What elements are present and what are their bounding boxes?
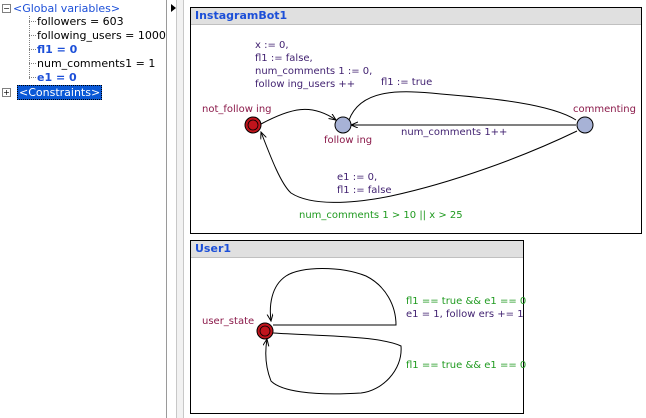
collapse-global-variables-icon[interactable]: − — [2, 4, 11, 13]
template-user1[interactable]: User1 user_state fl1 == true && e1 == 0 … — [190, 240, 526, 414]
tree-connector — [29, 21, 36, 22]
location-not-following[interactable] — [244, 116, 262, 134]
assignment-label: e1 = 1, follow ers += 1 — [406, 309, 524, 320]
assignment-label: x := 0, — [255, 40, 289, 51]
panel-splitter[interactable] — [167, 0, 175, 418]
tree-connector — [29, 35, 36, 36]
tree-connector — [29, 49, 36, 50]
tree-node-constraints[interactable]: <Constraints> — [17, 85, 103, 100]
instagrambot1-diagram: not_follow ing follow ing commenting x :… — [202, 40, 636, 221]
location-name-following: follow ing — [324, 135, 372, 146]
variable-fl1[interactable]: fl1 = 0 — [37, 43, 78, 56]
variable-e1[interactable]: e1 = 0 — [37, 71, 77, 84]
variable-followers[interactable]: followers = 603 — [37, 15, 124, 28]
initial-location-marker — [259, 325, 271, 337]
splitter-arrow-icon[interactable] — [171, 4, 176, 12]
tree-connector — [29, 63, 36, 64]
tree-connector — [29, 77, 36, 78]
template-instagrambot1[interactable]: InstagramBot1 not_follow ing follow ing … — [190, 7, 642, 234]
location-user-state[interactable] — [256, 322, 274, 340]
guard-label: num_comments 1 > 10 || x > 25 — [299, 210, 463, 221]
variable-num-comments1[interactable]: num_comments1 = 1 — [37, 57, 156, 70]
assignment-label: fl1 := true — [381, 77, 432, 88]
assignment-label: fl1 := false, — [255, 53, 313, 64]
edge-not-following-to-following[interactable] — [260, 108, 336, 125]
assignment-label: e1 := 0, — [337, 172, 377, 183]
guard-label: fl1 == true && e1 == 0 — [406, 360, 526, 371]
variable-following-users[interactable]: following_users = 1000 — [37, 29, 166, 42]
assignment-label: num_comments 1++ — [401, 127, 507, 138]
assignment-label: num_comments 1 := 0, — [255, 66, 372, 77]
location-name-user-state: user_state — [202, 316, 254, 327]
edge-commenting-to-not-following[interactable] — [261, 130, 578, 203]
system-tree: − <Global variables> followers = 603 fol… — [0, 0, 167, 418]
edge-user-state-loop-top[interactable] — [270, 268, 397, 326]
template-title[interactable]: User1 — [191, 241, 523, 258]
template-title[interactable]: InstagramBot1 — [191, 8, 641, 25]
location-following[interactable] — [334, 116, 352, 134]
initial-location-marker — [247, 119, 259, 131]
tree-connector — [29, 16, 30, 79]
guard-label: fl1 == true && e1 == 0 — [406, 296, 526, 307]
user1-diagram: user_state fl1 == true && e1 == 0 e1 = 1… — [202, 268, 526, 395]
assignment-label: fl1 := false — [337, 185, 392, 196]
location-name-not-following: not_follow ing — [202, 104, 272, 115]
tree-node-global-variables[interactable]: <Global variables> — [13, 2, 121, 15]
edge-user-state-loop-bottom[interactable] — [266, 332, 402, 395]
expand-constraints-icon[interactable]: + — [2, 88, 11, 97]
edge-following-to-commenting[interactable] — [348, 91, 577, 121]
assignment-label: follow ing_users ++ — [255, 79, 355, 90]
vertical-scrollbar[interactable] — [176, 0, 184, 418]
location-name-commenting: commenting — [573, 104, 636, 115]
location-commenting[interactable] — [576, 116, 594, 134]
